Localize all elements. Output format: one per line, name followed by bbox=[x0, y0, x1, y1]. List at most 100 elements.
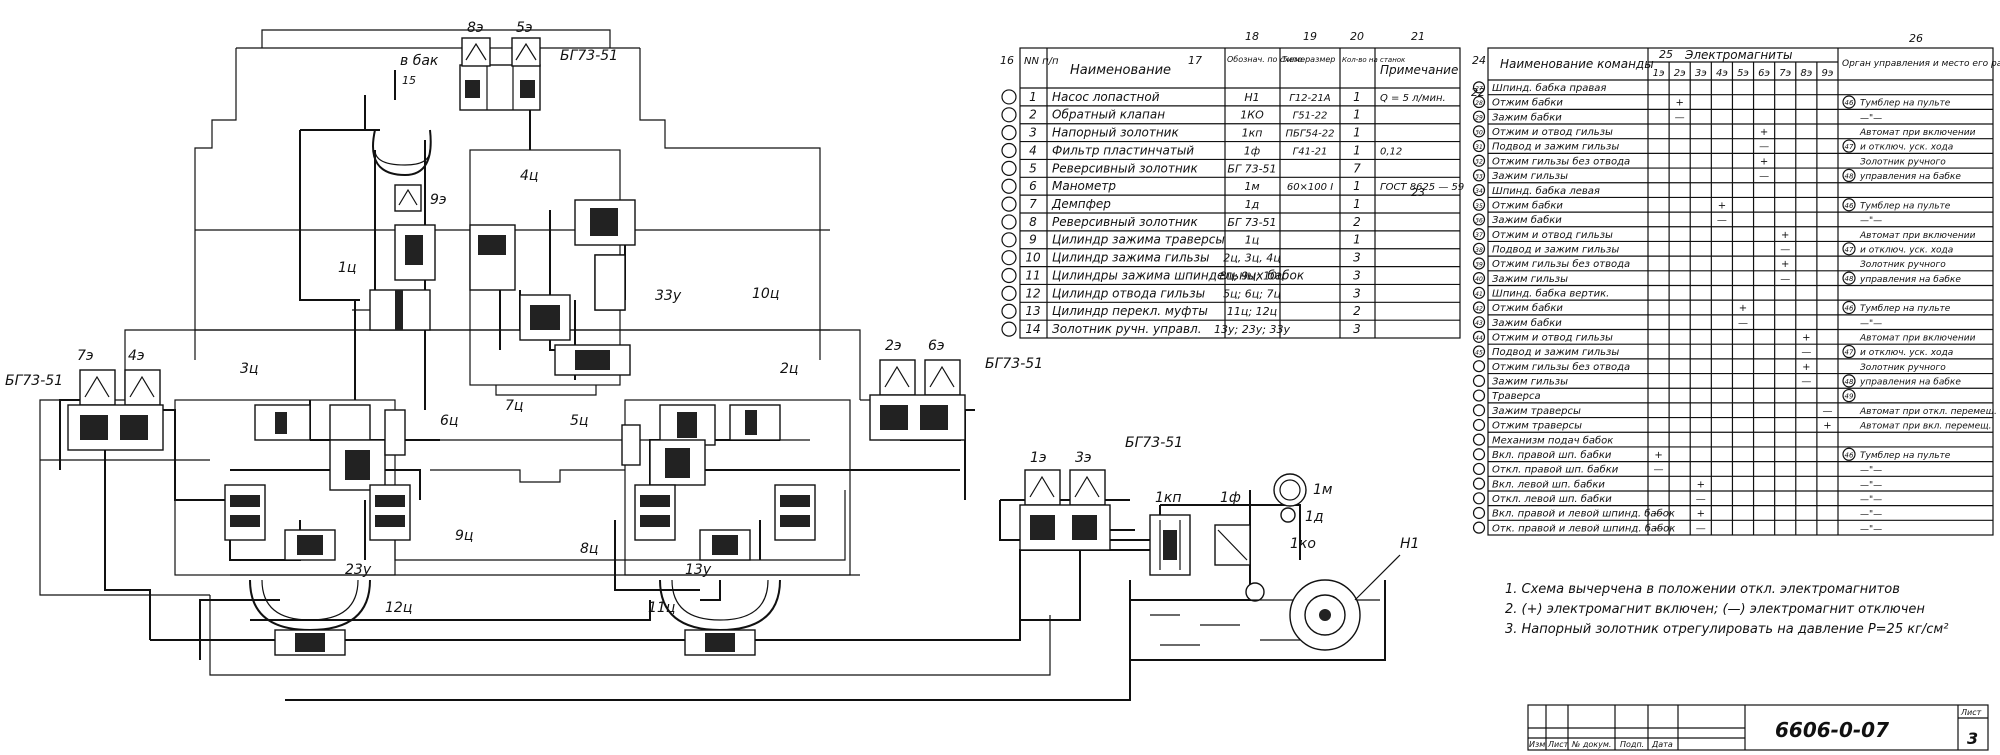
label-m1: 1м bbox=[1313, 482, 1333, 498]
tb-col-date: Дата bbox=[1651, 740, 1673, 749]
spec-row-num: 10 bbox=[1025, 251, 1041, 265]
spec-row-name: Демпфер bbox=[1051, 197, 1111, 211]
spec-row-num: 12 bbox=[1025, 286, 1040, 300]
cmd-row-marker-num: 31 bbox=[1475, 144, 1483, 151]
cmd-header-electromagnets: Электромагниты bbox=[1684, 48, 1792, 62]
spec-row-num: 13 bbox=[1025, 304, 1040, 318]
cmd-row-sign: + bbox=[1823, 421, 1831, 432]
organ-marker-circle bbox=[1842, 300, 1856, 315]
organ-marker-circle bbox=[1842, 242, 1856, 256]
spec-row-designation: 5ц; 6ц; 7ц bbox=[1223, 287, 1281, 300]
organ-marker-circle bbox=[1842, 95, 1856, 109]
label-sol-5e: 5э bbox=[516, 20, 533, 36]
spec-row-num: 6 bbox=[1029, 179, 1037, 193]
organ-marker-circle bbox=[1842, 271, 1856, 285]
cmd-row-marker bbox=[1472, 448, 1486, 461]
cmd-row-organ: управления на бабке bbox=[1859, 378, 1961, 388]
label-v13: 13у bbox=[685, 562, 712, 578]
cmd-row-organ: Автомат при включении bbox=[1859, 334, 1976, 344]
organ-marker: 48 bbox=[1845, 172, 1854, 180]
label-d1: 1д bbox=[1305, 509, 1324, 525]
label-c5: 5ц bbox=[570, 413, 588, 429]
spec-row-qty: 2 bbox=[1353, 304, 1361, 318]
cmd-row-sign: + bbox=[1781, 230, 1789, 241]
cmd-row-marker bbox=[1472, 257, 1486, 270]
cmd-row-name: Отжим и отвод гильзы bbox=[1492, 333, 1613, 344]
component-labels: в бак 15 8э 5э БГ73-51 9э 1ц 4ц 33у 10ц … bbox=[5, 20, 1419, 616]
spec-row-designation: 13у; 23у; 33у bbox=[1214, 323, 1290, 336]
cmd-row-sign: — bbox=[1801, 347, 1811, 358]
cmd-row-sign: — bbox=[1801, 377, 1811, 388]
cmd-row-organ: Тумблер на пульте bbox=[1860, 304, 1951, 314]
cmd-row-organ: и отключ. уск. хода bbox=[1860, 245, 1953, 255]
cmd-row-marker bbox=[1472, 433, 1486, 446]
label-valve-right: БГ73-51 bbox=[985, 356, 1043, 372]
spec-marker-21: 21 bbox=[1411, 30, 1425, 43]
spec-row-num: 8 bbox=[1029, 215, 1037, 229]
organ-marker-circle bbox=[1842, 374, 1856, 388]
cmd-row-name: Траверса bbox=[1492, 391, 1541, 402]
spec-row-marker bbox=[1001, 196, 1017, 212]
organ-marker: 48 bbox=[1845, 378, 1854, 386]
label-kp1: 1кп bbox=[1155, 490, 1182, 506]
cmd-row-name: Зажим бабки bbox=[1492, 317, 1562, 329]
cmd-row-sign: + bbox=[1654, 450, 1662, 461]
cmd-row-name: Зажим гильзы bbox=[1492, 377, 1568, 388]
spec-row-name: Манометр bbox=[1052, 179, 1116, 193]
cmd-row-sign: — bbox=[1822, 406, 1832, 417]
cmd-row-name: Шпинд. бабка левая bbox=[1492, 185, 1600, 197]
cmd-row-name: Отжим бабки bbox=[1492, 97, 1563, 109]
spec-header-name: Наименование bbox=[1070, 63, 1171, 78]
spec-row-qty: 3 bbox=[1353, 251, 1361, 265]
cmd-row-marker-num: 42 bbox=[1475, 306, 1483, 313]
spec-row-designation: БГ 73-51 bbox=[1227, 162, 1276, 175]
organ-marker-circle bbox=[1842, 168, 1856, 183]
cmd-row-marker bbox=[1472, 110, 1486, 123]
label-c7: 7ц bbox=[505, 398, 523, 414]
spec-row-designation: 1м bbox=[1244, 180, 1259, 193]
cmd-row-name: Зажим гильзы bbox=[1492, 274, 1568, 285]
cmd-row-organ: —"— bbox=[1860, 113, 1882, 123]
spec-row-designation: 1КО bbox=[1240, 109, 1264, 122]
cmd-row-sign: — bbox=[1759, 142, 1769, 153]
cmd-row-organ: Автомат при включении bbox=[1859, 128, 1976, 138]
spec-row-qty: 7 bbox=[1353, 161, 1361, 175]
label-valve-top: БГ73-51 bbox=[560, 48, 618, 64]
cmd-row-sign: — bbox=[1675, 112, 1685, 123]
cmd-header-name: Наименование команды bbox=[1500, 57, 1654, 71]
organ-marker: 47 bbox=[1845, 246, 1854, 254]
cmd-row-sign: — bbox=[1654, 509, 1664, 520]
label-c12: 12ц bbox=[385, 600, 412, 616]
spec-row-num: 11 bbox=[1025, 268, 1040, 282]
cmd-row-marker bbox=[1472, 139, 1486, 153]
cmd-row-sign: + bbox=[1760, 156, 1768, 167]
cmd-row-name: Откл. левой шп. бабки bbox=[1492, 493, 1612, 505]
spec-row-size: Г51-22 bbox=[1293, 111, 1328, 122]
cmd-row-name: Шпинд. бабка вертик. bbox=[1492, 287, 1609, 299]
spec-row-num: 14 bbox=[1025, 322, 1040, 336]
spec-header-size: Типо-размер bbox=[1282, 55, 1335, 64]
spec-row-marker bbox=[1001, 142, 1017, 159]
cmd-row-organ: —"— bbox=[1860, 510, 1882, 520]
spec-row-qty: 1 bbox=[1353, 197, 1361, 211]
cmd-row-marker bbox=[1472, 81, 1486, 94]
cmd-row-organ: Автомат при вкл. перемещ. bbox=[1859, 422, 1991, 432]
magnet-col-header: 4э bbox=[1716, 68, 1728, 79]
spec-row-num: 9 bbox=[1029, 233, 1037, 247]
cmd-header-organ: Орган управления и место его располож. bbox=[1842, 59, 2000, 69]
cmd-row-name: Зажим траверсы bbox=[1492, 406, 1581, 417]
cmd-row-sign: + bbox=[1718, 200, 1726, 211]
cmd-row-marker bbox=[1472, 506, 1486, 520]
spec-marker-19: 19 bbox=[1303, 30, 1317, 43]
cmd-row-name: Отжим и отвод гильзы bbox=[1492, 127, 1613, 138]
note-3: 3. Напорный золотник отрегулировать на д… bbox=[1505, 622, 1948, 637]
cmd-row-marker-num: 27 bbox=[1475, 85, 1483, 92]
spec-row-marker bbox=[1001, 89, 1017, 105]
cmd-row-name: Вкл. левой шп. бабки bbox=[1492, 478, 1605, 490]
label-v23: 23у bbox=[345, 562, 372, 578]
cmd-row-marker-num: 43 bbox=[1475, 320, 1483, 327]
spec-row-name: Насос лопастной bbox=[1052, 90, 1160, 104]
cmd-row-name: Отжим гильзы без отвода bbox=[1492, 361, 1630, 373]
cmd-row-marker-num: 39 bbox=[1475, 261, 1483, 268]
label-valve-left: БГ73-51 bbox=[5, 373, 63, 389]
